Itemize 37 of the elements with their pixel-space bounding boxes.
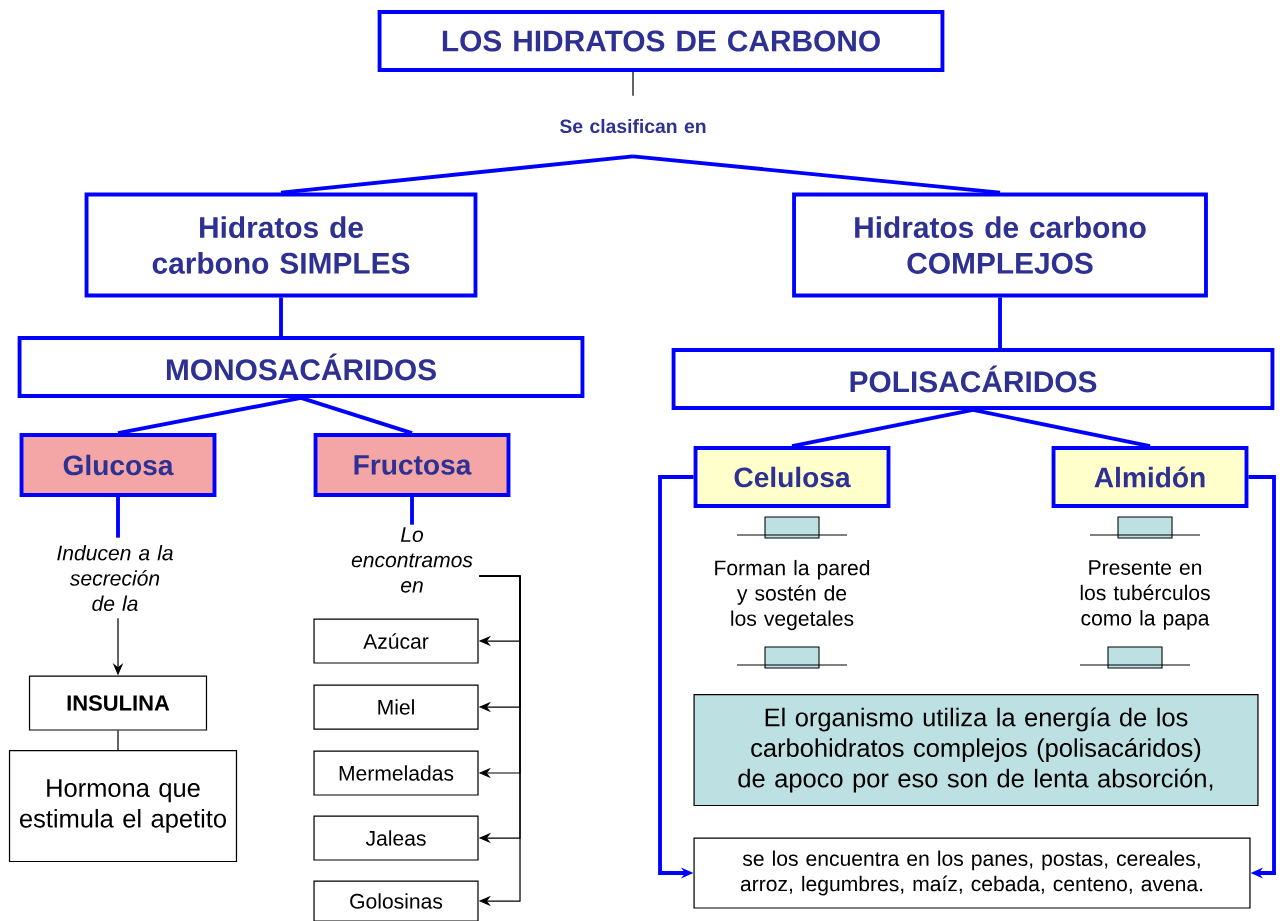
connector-line (972, 408, 1151, 448)
food-box: Azúcar (313, 618, 479, 664)
sugar-box: Almidón (1051, 446, 1249, 508)
info-box: se los encuentra en los panes, postas, cereales, arroz, legumbres, maíz, cebada, centeno, avena. (693, 837, 1251, 909)
sugar-box: Glucosa (19, 433, 217, 497)
connector-line (791, 408, 974, 448)
food-box: Jaleas (313, 815, 479, 861)
connector-line (632, 71, 634, 97)
connector-line (410, 496, 414, 525)
connector-line (117, 396, 302, 435)
linking-phrase: Inducen a la secreción de la (57, 545, 173, 612)
connector-line (116, 496, 120, 538)
description-text: Forman la pared y sostén de los vegetales (715, 559, 870, 631)
connector-line (998, 297, 1002, 349)
connector-line (632, 154, 1001, 195)
connector-line (279, 297, 283, 337)
connector-line (478, 575, 521, 907)
food-box: Golosinas (313, 880, 479, 921)
concept-box: Hormona que estimula el apetito (8, 749, 238, 863)
info-box: El organismo utiliza la energía de los carbohidratos complejos (polisacáridos) de apoco por eso son de lenta absorción, (693, 693, 1259, 807)
description-text: Presente en los tubérculos como la papa (1080, 560, 1210, 630)
category-box: MONOSACÁRIDOS (17, 336, 585, 398)
sugar-box: Fructosa (313, 433, 511, 497)
category-box: Hidratos de carbono COMPLEJOS (792, 192, 1208, 298)
linking-phrase: Lo encontramos en (351, 527, 473, 593)
concept-box: INSULINA (28, 675, 208, 731)
category-box: POLISACÁRIDOS (671, 348, 1275, 410)
food-box: Miel (313, 684, 479, 730)
food-box: Mermeladas (313, 750, 479, 796)
sugar-box: Celulosa (693, 446, 891, 508)
connector-line (280, 154, 634, 195)
title-box: LOS HIDRATOS DE CARBONO (377, 10, 945, 72)
category-box: Hidratos de carbono SIMPLES (84, 192, 478, 298)
linking-phrase: Se clasifican en (560, 118, 706, 134)
connector-line (117, 730, 119, 751)
connector-line (1248, 475, 1276, 879)
connector-line (300, 396, 413, 435)
